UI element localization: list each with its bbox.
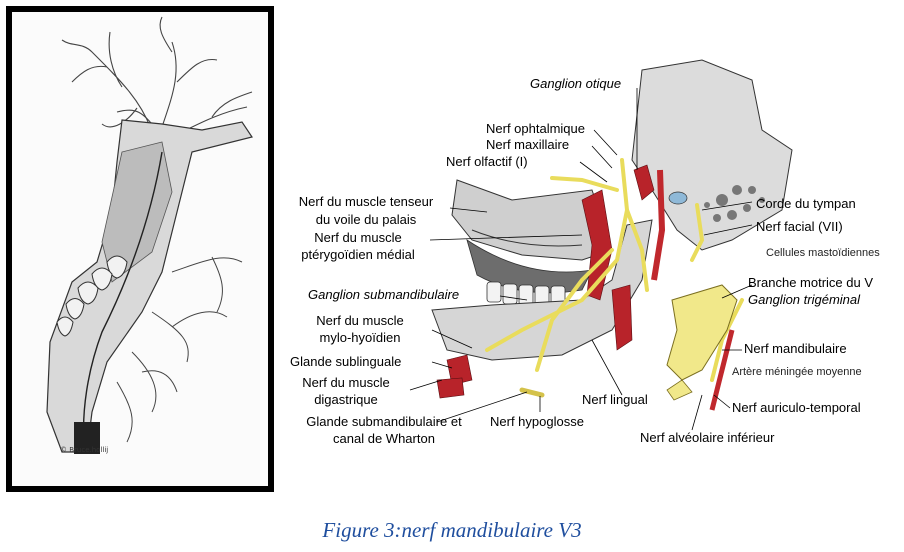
label-mylo-line2: mylo-hyoïdien [319, 330, 401, 345]
inferior-alveolar-nerve-line [82, 151, 163, 443]
label-tenseur-line2: du voile du palais [315, 212, 417, 227]
label-pterygoidien-line2: ptérygoïdien médial [301, 247, 415, 262]
label-artere-meningee: Artère méningée moyenne [732, 366, 862, 378]
label-ganglion-submandibulaire: Ganglion submandibulaire [308, 287, 460, 302]
trigeminal-ganglion-shape [666, 284, 738, 381]
label-glande-sublinguale: Glande sublinguale [290, 354, 402, 369]
ramus-shading [101, 141, 173, 283]
nerve-paths [485, 158, 744, 382]
label-mylo-line1: Nerf du muscle [316, 313, 404, 328]
label-branche-motrice: Branche motrice du V [748, 275, 874, 290]
mandible-nerve-drawing [46, 16, 253, 454]
label-digastrique-line1: Nerf du muscle [302, 375, 390, 390]
left-illustration-frame: © Bruce.hollij [6, 6, 274, 492]
figure-caption: Figure 3:nerf mandibulaire V3 [322, 518, 582, 542]
lower-teeth [486, 281, 566, 307]
hypoglossal-nerve-mark [519, 387, 545, 398]
tympanic-blue-oval [668, 191, 688, 205]
label-corde-du-tympan: Corde du tympan [756, 196, 856, 211]
label-cellules-mastoidiennes: Cellules mastoïdiennes [766, 247, 880, 259]
label-nerf-olfactif: Nerf olfactif (I) [446, 154, 528, 169]
label-ganglion-trigeminal: Ganglion trigéminal [748, 292, 861, 307]
label-tenseur-line1: Nerf du muscle tenseur [298, 194, 434, 209]
label-ganglion-otique: Ganglion otique [530, 76, 622, 91]
mastoid-cells [704, 185, 765, 222]
chin-section [74, 422, 100, 454]
upper-nerve-branches [61, 16, 253, 133]
lower-nerve-branches [116, 256, 243, 443]
mandible-drawing: © Bruce.hollij [12, 12, 268, 486]
label-glande-submandibulaire-line2: canal de Wharton [333, 431, 435, 446]
label-nerf-lingual: Nerf lingual [582, 392, 648, 407]
label-pterygoidien-line1: Nerf du muscle [314, 230, 402, 245]
label-nerf-maxillaire: Nerf maxillaire [486, 137, 570, 152]
label-nerf-auriculo-temporal: Nerf auriculo-temporal [732, 400, 861, 415]
label-nerf-mandibulaire: Nerf mandibulaire [744, 341, 847, 356]
teeth-group [56, 255, 128, 337]
label-nerf-alveolaire: Nerf alvéolaire inférieur [640, 430, 775, 445]
label-digastrique-line2: digastrique [314, 392, 378, 407]
mandible-shape [46, 119, 253, 453]
artist-signature: © Bruce.hollij [60, 446, 109, 454]
artery-vessel [651, 169, 666, 281]
anatomy-illustration [409, 59, 793, 431]
palate-shape [451, 179, 613, 261]
meningeal-artery [709, 329, 735, 411]
label-nerf-ophtalmique: Nerf ophtalmique [486, 121, 585, 136]
label-nerf-facial: Nerf facial (VII) [756, 219, 843, 234]
label-nerf-hypoglosse: Nerf hypoglosse [490, 414, 584, 429]
label-glande-submandibulaire-line1: Glande submandibulaire et [306, 414, 462, 429]
right-labeled-diagram: Ganglion otique Nerf ophtalmique Nerf ma… [282, 50, 898, 460]
leader-lines [409, 88, 753, 431]
